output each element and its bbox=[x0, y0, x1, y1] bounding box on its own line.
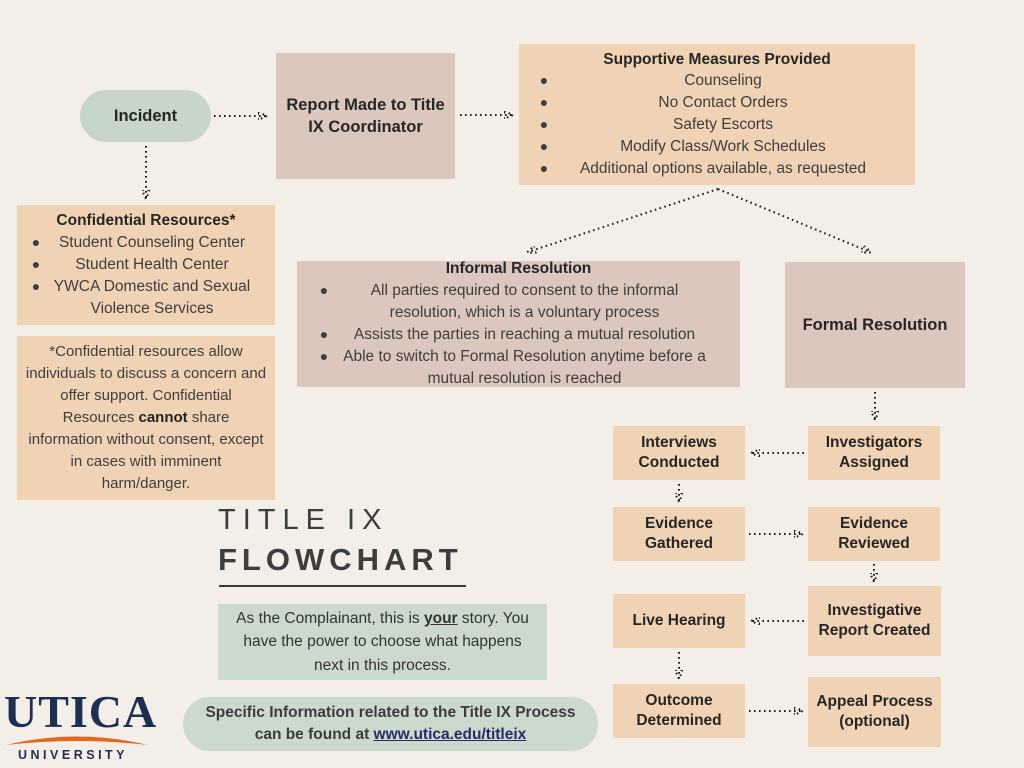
list-item: ●YWCA Domestic and Sexual Violence Servi… bbox=[25, 276, 267, 320]
bullet-icon: ● bbox=[539, 72, 549, 89]
arrow-supportive-to-formal bbox=[717, 188, 870, 252]
list-item: ●No Contact Orders bbox=[533, 92, 901, 114]
node-confidential-resources: Confidential Resources* ●Student Counsel… bbox=[17, 205, 275, 325]
informal-title: Informal Resolution bbox=[445, 260, 592, 278]
node-evidence-reviewed: Evidence Reviewed bbox=[808, 507, 940, 561]
footer-info-pill: Specific Information related to the Titl… bbox=[183, 697, 598, 751]
node-outcome-determined: Outcome Determined bbox=[613, 684, 745, 738]
titleix-link[interactable]: www.utica.edu/titleix bbox=[373, 726, 527, 743]
list-item: ●Student Health Center bbox=[25, 254, 267, 276]
node-report-made: Report Made to Title IX Coordinator bbox=[276, 53, 455, 179]
confidential-title: Confidential Resources* bbox=[56, 212, 236, 230]
list-item: ●Modify Class/Work Schedules bbox=[533, 136, 901, 158]
node-live-hearing: Live Hearing bbox=[613, 594, 745, 648]
list-item: ●Safety Escorts bbox=[533, 114, 901, 136]
complainant-note: As the Complainant, this is your story. … bbox=[218, 604, 547, 680]
node-investigators-assigned: Investigators Assigned bbox=[808, 426, 940, 480]
node-formal-label: Formal Resolution bbox=[802, 315, 948, 334]
list-item: ●Counseling bbox=[533, 70, 901, 92]
bullet-icon: ● bbox=[319, 325, 329, 342]
node-confidential-note: *Confidential resources allow individual… bbox=[17, 336, 275, 500]
bullet-icon: ● bbox=[31, 255, 41, 272]
arrow-supportive-to-informal bbox=[528, 188, 719, 252]
bullet-icon: ● bbox=[539, 116, 549, 133]
list-item: ●Student Counseling Center bbox=[25, 232, 267, 254]
list-item: ●Able to switch to Formal Resolution any… bbox=[313, 346, 724, 390]
page-title-line1: TITLE IX bbox=[218, 504, 389, 536]
node-formal-resolution: Formal Resolution bbox=[785, 262, 965, 388]
bullet-icon: ● bbox=[539, 94, 549, 111]
title-underline bbox=[219, 585, 466, 587]
node-evidence-gathered: Evidence Gathered bbox=[613, 507, 745, 561]
node-informal-resolution: Informal Resolution ●All parties require… bbox=[297, 260, 740, 390]
bullet-icon: ● bbox=[319, 281, 329, 298]
node-appeal-process: Appeal Process (optional) bbox=[808, 677, 941, 747]
node-incident-label: Incident bbox=[113, 106, 178, 125]
confidential-note-text: *Confidential resources allow individual… bbox=[25, 343, 267, 492]
page-title-line2: FLOWCHART bbox=[218, 541, 463, 577]
list-item: ●All parties required to consent to the … bbox=[313, 280, 724, 324]
bullet-icon: ● bbox=[31, 277, 41, 294]
page-title: TITLE IX FLOWCHART bbox=[218, 503, 463, 577]
bullet-icon: ● bbox=[31, 233, 41, 250]
bullet-icon: ● bbox=[539, 138, 549, 155]
logo-wordmark: UTICA bbox=[4, 686, 158, 737]
node-incident: Incident bbox=[80, 90, 211, 142]
logo-swoosh-icon bbox=[6, 736, 148, 746]
node-supportive-measures: Supportive Measures Provided ●Counseling… bbox=[519, 44, 915, 185]
node-report-made-label: Report Made to Title IX Coordinator bbox=[286, 95, 445, 136]
logo-subtext: UNIVERSITY bbox=[18, 748, 129, 763]
node-investigative-report-created: Investigative Report Created bbox=[808, 586, 941, 656]
emphasized-your: your bbox=[423, 610, 458, 628]
bullet-icon: ● bbox=[539, 160, 549, 177]
list-item: ●Additional options available, as reques… bbox=[533, 158, 901, 180]
supportive-title: Supportive Measures Provided bbox=[603, 50, 831, 68]
node-interviews-conducted: Interviews Conducted bbox=[613, 426, 745, 480]
bullet-icon: ● bbox=[319, 347, 329, 364]
list-item: ●Assists the parties in reaching a mutua… bbox=[313, 324, 724, 346]
utica-university-logo: UTICA UNIVERSITY bbox=[4, 686, 164, 763]
